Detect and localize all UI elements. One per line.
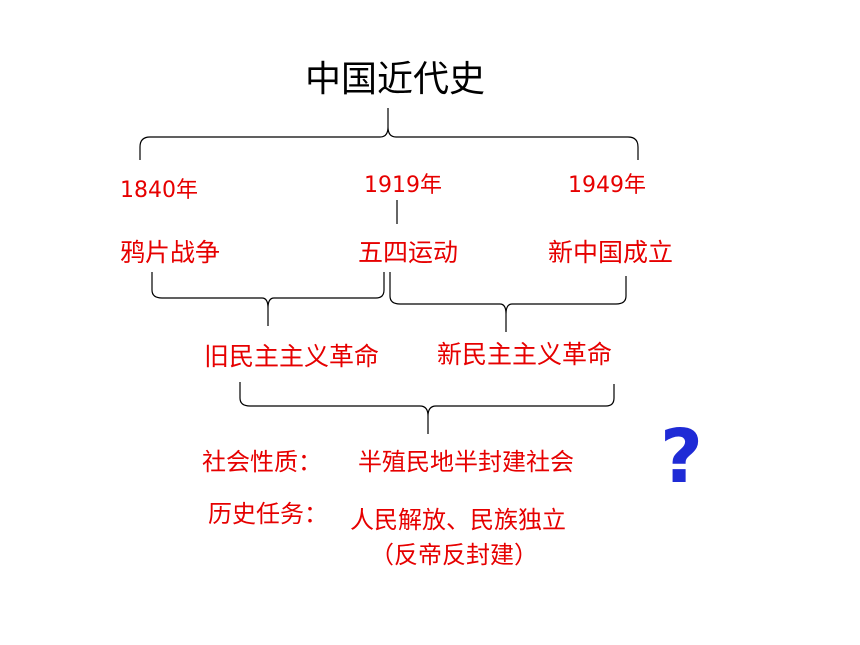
event-opium-war: 鸦片战争 <box>120 238 221 267</box>
nature-label: 社会性质： <box>202 448 322 476</box>
task-value-line1: 人民解放、民族独立 <box>350 506 566 534</box>
page-title: 中国近代史 <box>305 59 486 100</box>
task-label: 历史任务： <box>208 500 328 528</box>
year-1949: 1949年 <box>568 173 646 198</box>
new-democratic-revolution: 新民主主义革命 <box>437 340 613 369</box>
old-democratic-revolution: 旧民主主义革命 <box>204 342 380 371</box>
question-mark-icon: ? <box>660 414 703 500</box>
task-value-line2: （反帝反封建） <box>370 541 538 569</box>
revolutions-brace <box>239 382 615 434</box>
event-prc-founded: 新中国成立 <box>548 238 674 267</box>
year-1840: 1840年 <box>120 178 198 203</box>
new-revolution-brace <box>389 272 627 332</box>
old-revolution-brace <box>151 272 385 326</box>
event-may-fourth: 五四运动 <box>358 238 459 267</box>
year-1919: 1919年 <box>364 173 442 198</box>
title-brace <box>139 108 639 160</box>
nature-value: 半殖民地半封建社会 <box>358 448 574 476</box>
